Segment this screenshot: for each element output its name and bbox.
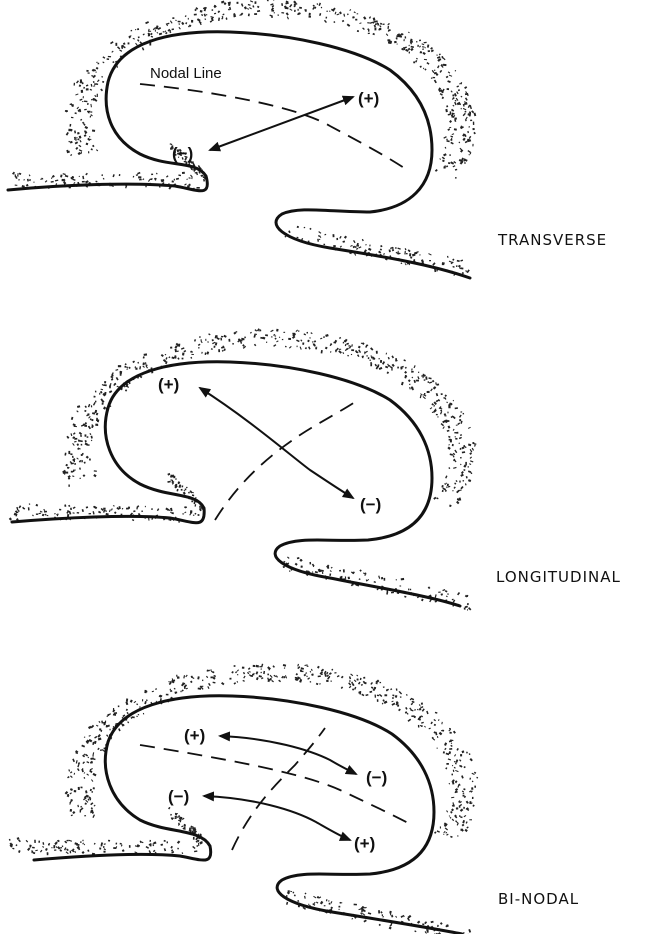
sign-plus-transverse: (+) [358,89,379,108]
nodal-line-bi-nodal-vertical [232,728,325,850]
nodal-line-caption: Nodal Line [150,65,222,82]
arrow-bi-nodal-lower [204,796,350,840]
mode-label-longitudinal: LONGITUDINAL [496,568,621,586]
sign-minus-longitudinal: (−) [360,495,381,514]
cavity-outline-bi-nodal [34,696,462,934]
sign-plus-bi-nodal-upper: (+) [184,726,205,745]
arrow-longitudinal [200,388,353,498]
sign-plus-bi-nodal-lower: (+) [354,834,375,853]
panel-bi-nodal: (+) (−) (−) (+) BI-NODAL [9,664,579,934]
nodal-line-longitudinal [215,400,358,520]
cavity-outline-longitudinal [12,362,460,606]
arrow-bi-nodal-upper [220,736,356,774]
stipple-tissue-longitudinal [9,328,477,610]
sign-minus-transverse: (−) [172,144,193,163]
panel-transverse: Nodal Line (+) (−) TRANSVERSE [8,0,607,278]
mode-label-transverse: TRANSVERSE [497,231,607,249]
sign-minus-bi-nodal-upper: (−) [366,768,387,787]
cavity-outline-transverse [8,32,470,278]
panel-longitudinal: (+) (−) LONGITUDINAL [9,328,621,610]
mode-label-bi-nodal: BI-NODAL [498,890,579,908]
arrow-transverse [210,97,353,150]
sign-plus-longitudinal: (+) [158,375,179,394]
sign-minus-bi-nodal-lower: (−) [168,787,189,806]
